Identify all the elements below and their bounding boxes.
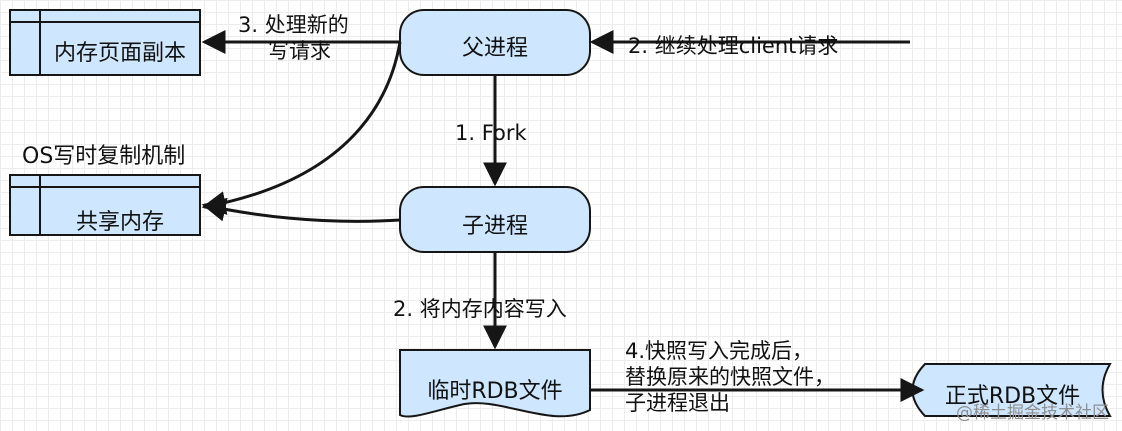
temp-rdb-label: 临时RDB文件 xyxy=(427,379,563,404)
handle-new-write-line-2: 写请求 xyxy=(268,39,331,63)
child-process-label: 子进程 xyxy=(461,214,528,239)
edges-group xyxy=(201,29,925,402)
fork-label: 1. Fork xyxy=(455,121,527,145)
parent-process-label: 父进程 xyxy=(461,36,528,61)
write-memory-label: 2. 将内存内容写入 xyxy=(393,297,567,321)
shared-memory-label: 共享内存 xyxy=(75,210,164,235)
handle-new-write-line-1: 3. 处理新的 xyxy=(238,13,349,37)
handle-new-write-label: 3. 处理新的 写请求 xyxy=(238,12,378,64)
memory-copy-node xyxy=(9,9,201,76)
replace-snapshot-line-2: 替换原来的快照文件， xyxy=(625,365,835,389)
memory-copy-label: 内存页面副本 xyxy=(53,41,186,66)
replace-snapshot-line-3: 子进程退出 xyxy=(625,391,730,415)
final-rdb-label: 正式RDB文件 xyxy=(944,384,1081,409)
shared-memory-node xyxy=(9,174,201,236)
replace-snapshot-label: 4.快照写入完成后， 替换原来的快照文件， 子进程退出 xyxy=(625,338,885,416)
continue-client-label: 2. 继续处理client请求 xyxy=(628,34,839,58)
edge-parent-to-shared xyxy=(201,41,402,215)
edge-child-to-shared xyxy=(201,197,401,223)
os-cow-label: OS写时复制机制 xyxy=(22,144,186,169)
watermark: @稀土掘金技术社区 xyxy=(956,403,1109,423)
replace-snapshot-line-1: 4.快照写入完成后， xyxy=(625,339,814,363)
temp-rdb-node xyxy=(399,349,591,418)
